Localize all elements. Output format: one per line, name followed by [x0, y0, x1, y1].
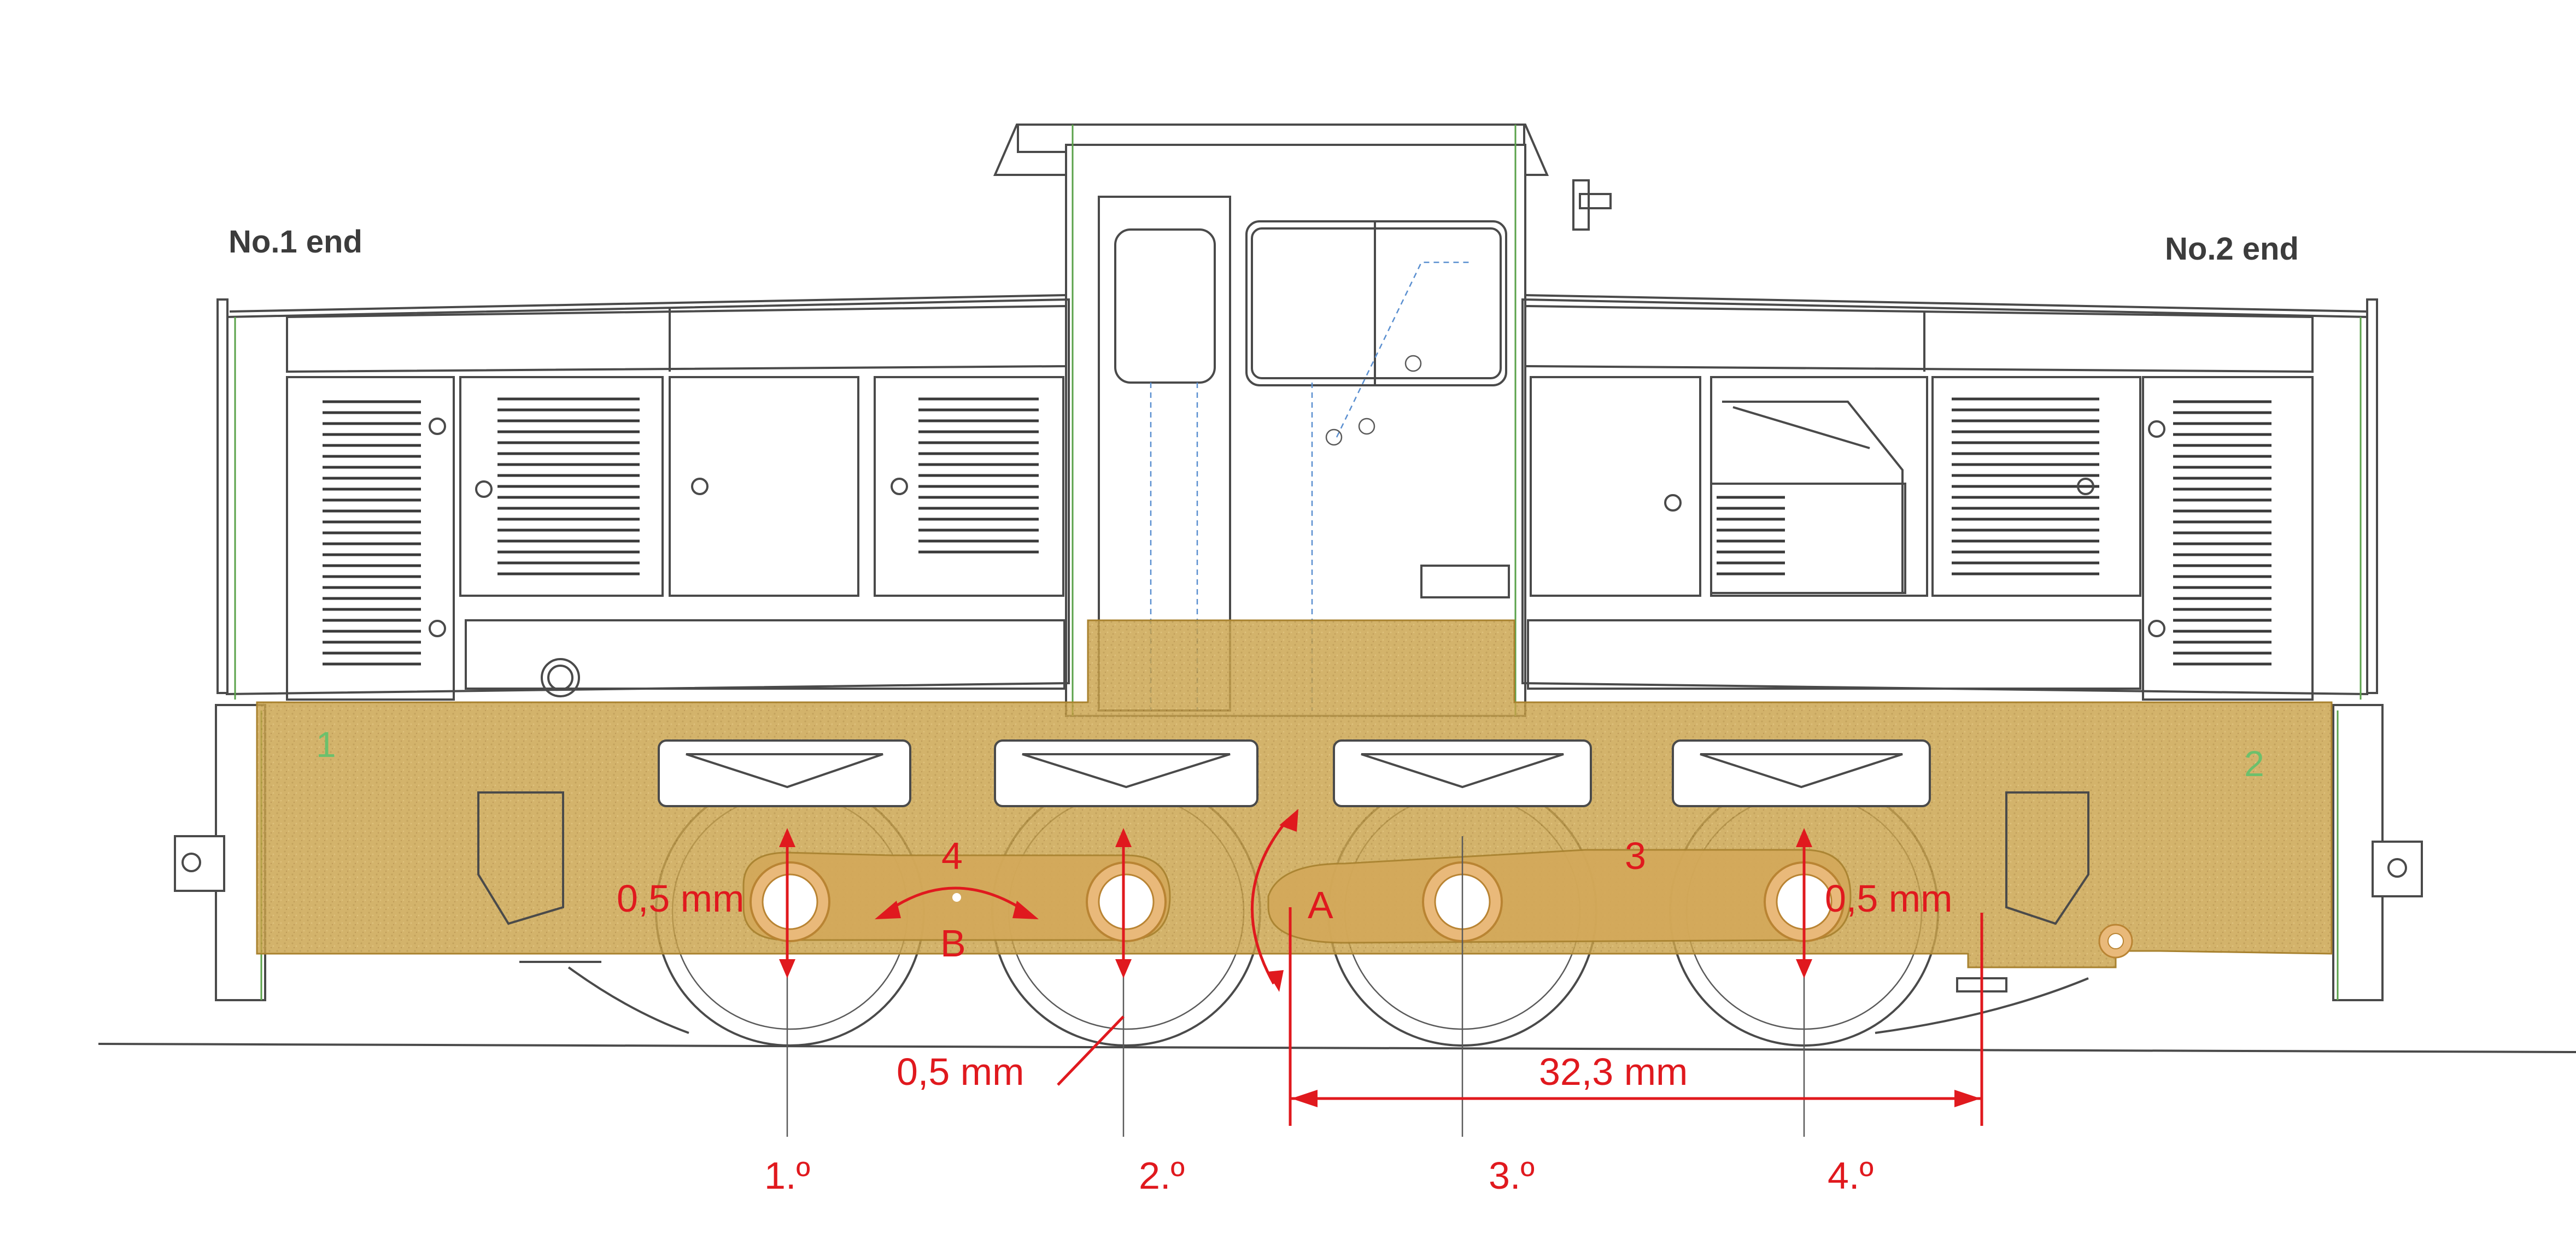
- louver-grille-left-end: [323, 400, 421, 666]
- coupling-rods: [742, 849, 2133, 959]
- louver-grille-equipment: [1717, 496, 1785, 575]
- rail-line: [98, 1043, 2576, 1053]
- dimension-offset-axle-1: 0,5 mm: [617, 877, 744, 920]
- axle-label-1: 1.º: [764, 1154, 810, 1197]
- dimension-span: 32,3 mm: [1539, 1050, 1688, 1093]
- point-label-b: B: [940, 922, 966, 965]
- axle-label-2: 2.º: [1139, 1154, 1185, 1197]
- axle-label-4: 4.º: [1828, 1154, 1874, 1197]
- end-label-right: No.2 end: [2165, 231, 2299, 267]
- coupling-rod-3: [1267, 849, 1852, 944]
- dimension-offset-axle-4: 0,5 mm: [1825, 877, 1952, 920]
- louver-grille-left-3: [918, 397, 1039, 554]
- point-label-a: A: [1308, 884, 1333, 926]
- louver-grille-right-2: [1952, 397, 2099, 575]
- axle-label-3: 3.º: [1489, 1154, 1535, 1197]
- annotations: [779, 809, 1983, 1137]
- louver-grille-left-2: [497, 397, 640, 575]
- marker-2: 2: [2244, 743, 2264, 784]
- coupling-rod-label-4: 4: [941, 835, 963, 877]
- underframe: [174, 619, 2423, 1047]
- coupling-rod-label-3: 3: [1625, 835, 1646, 877]
- end-label-left: No.1 end: [229, 224, 362, 260]
- locomotive-body: [216, 124, 2378, 717]
- dimension-offset-axle-2: 0,5 mm: [897, 1050, 1024, 1093]
- louver-grille-right-end: [2173, 400, 2271, 666]
- marker-1: 1: [316, 724, 336, 765]
